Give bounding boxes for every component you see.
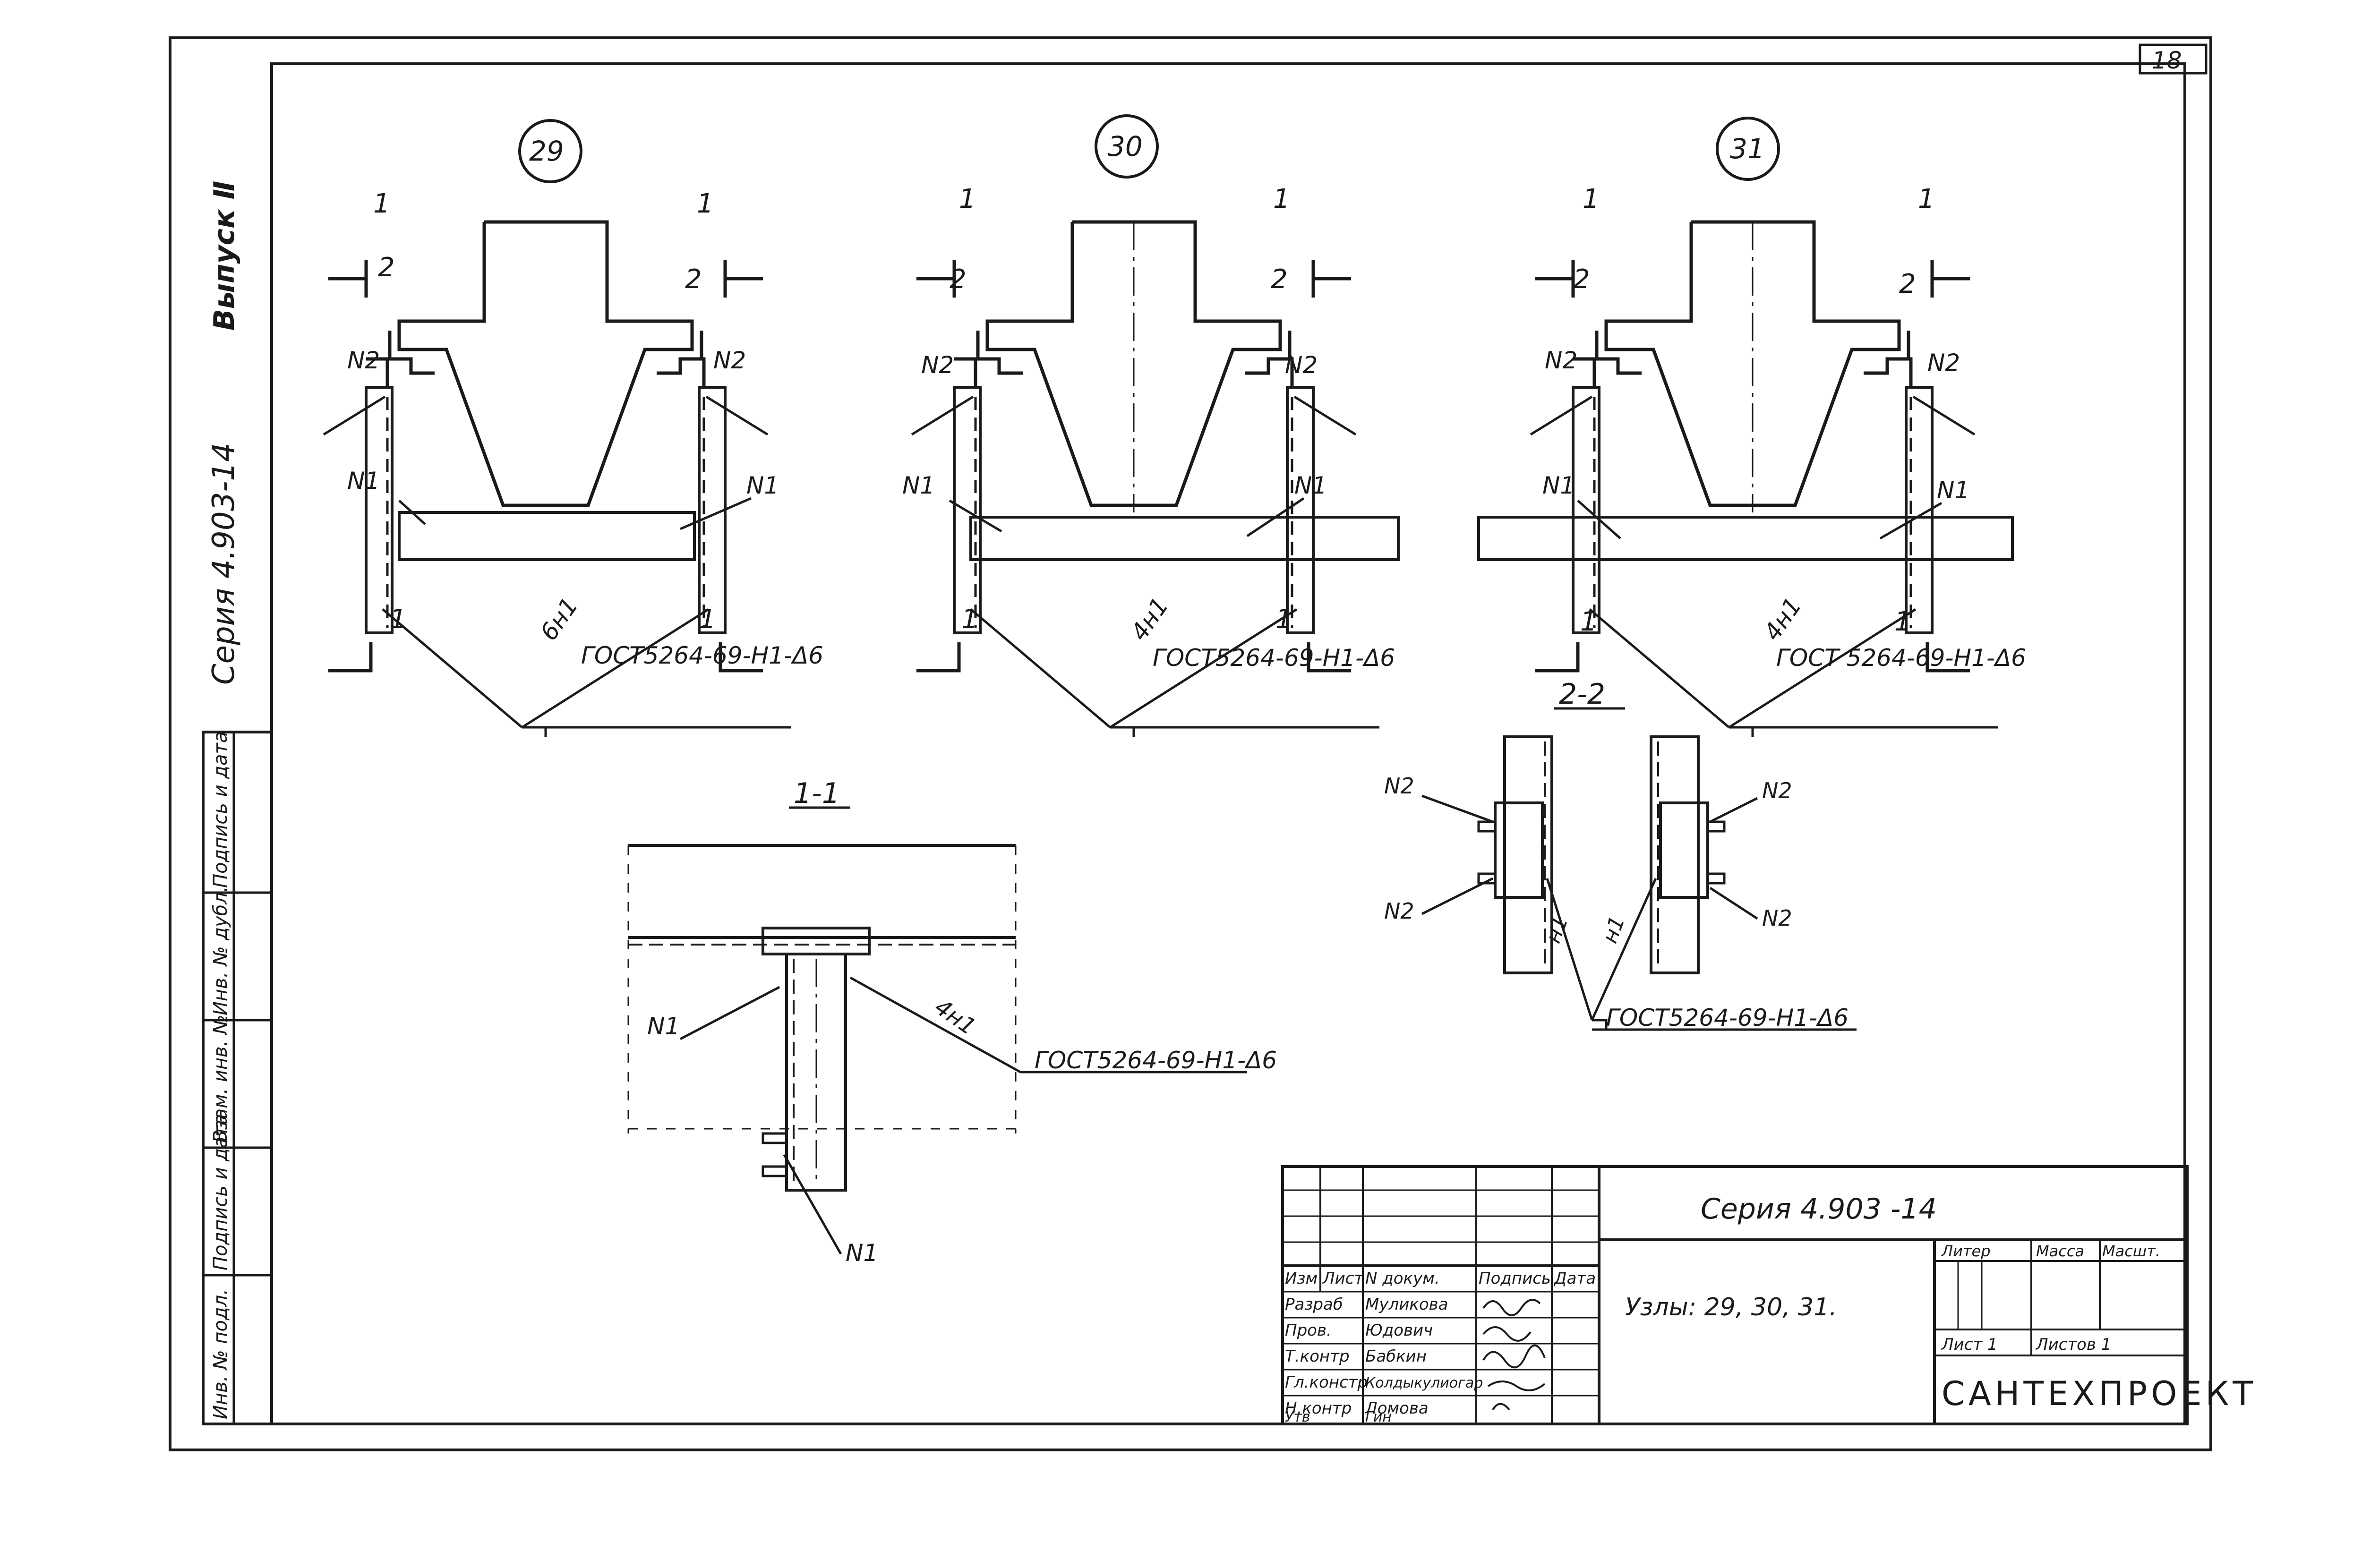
- tb-sheet: Лист 1: [1941, 1335, 1998, 1354]
- node-29-cut1-bl: 1: [390, 604, 407, 635]
- node-29-cut2-right: 2: [685, 264, 702, 295]
- signature-2: [1482, 1326, 1532, 1342]
- tb-sheets: Листов 1: [2035, 1335, 2111, 1354]
- section-2-2-n2-br: N2: [1762, 905, 1792, 931]
- stamp-field-5: Инв. № подл.: [210, 1289, 231, 1419]
- tb-name-5: Ломова: [1364, 1399, 1429, 1418]
- tb-name-6: Гин: [1365, 1409, 1392, 1425]
- section-1-1-gost: ГОСТ5264-69-Н1-Δ6: [1035, 1047, 1277, 1074]
- node-29-cut1-right: 1: [697, 188, 714, 219]
- tb-role-2: Пров.: [1285, 1321, 1332, 1340]
- tb-izm: Изм: [1285, 1269, 1318, 1288]
- tb-sign: Подпись: [1479, 1269, 1551, 1288]
- node-30-cut2-left: 2: [950, 264, 967, 295]
- node-31-n1-right: N1: [1937, 477, 1969, 504]
- node-30-n2-left: N2: [921, 351, 954, 379]
- tb-description: Узлы: 29, 30, 31.: [1625, 1293, 1837, 1321]
- outer-frame: [169, 36, 2212, 1451]
- node-30-label: 30: [1108, 130, 1143, 162]
- node-31-n2-left: N2: [1545, 347, 1577, 374]
- tb-massa: Масса: [2036, 1242, 2084, 1260]
- stamp-field-4: Подпись и дата: [210, 1114, 231, 1270]
- tb-liter: Литер: [1941, 1242, 1991, 1260]
- tb-masshtab: Масшт.: [2102, 1242, 2160, 1260]
- node-31-cut1-right: 1: [1918, 184, 1935, 214]
- node-31-cut1-br: 1: [1894, 606, 1911, 637]
- tb-doc: N докум.: [1365, 1269, 1440, 1288]
- node-31-n1-left: N1: [1542, 472, 1575, 499]
- tb-name-4: Колдыкулиогар: [1365, 1375, 1483, 1391]
- node-30-cut1-br: 1: [1275, 604, 1292, 635]
- section-2-2-n2-bl: N2: [1384, 898, 1414, 924]
- tb-role-1: Разраб: [1285, 1295, 1343, 1314]
- section-2-2-n2-tl: N2: [1384, 773, 1414, 799]
- node-29-weld-count: 6н1: [535, 593, 583, 646]
- stamp-field-1: Подпись и дата: [210, 732, 231, 888]
- node-31-cut2-left: 2: [1573, 264, 1590, 295]
- section-2-2-n2-tr: N2: [1762, 778, 1792, 803]
- tb-role-5: Н.контр: [1285, 1399, 1352, 1418]
- node-29: 29 1 1 2 2 1 1 N2 N2 N1 N1 6н1 ГОСТ5264-…: [324, 119, 823, 737]
- node-30-n1-right: N1: [1294, 472, 1327, 499]
- series-side-label: Серия 4.903-14: [206, 443, 241, 685]
- section-2-2-weld-b: н1: [1598, 913, 1629, 946]
- node-29-n2-right: N2: [713, 347, 746, 374]
- signature-4: [1487, 1381, 1546, 1391]
- vypusk-label: Выпуск Ⅱ: [208, 181, 241, 331]
- tb-series: Серия 4.903 -14: [1701, 1193, 1937, 1226]
- signature-5: [1492, 1403, 1510, 1411]
- tb-name-1: Муликова: [1365, 1295, 1448, 1314]
- signature-3: [1482, 1344, 1546, 1369]
- tb-name-3: Бабкин: [1365, 1347, 1427, 1366]
- node-30: 30 1 1 2 2 1 1 N2 N2 N1 N1 4н1 ГОСТ5264-…: [902, 114, 1400, 737]
- left-stamp: Подпись и дата Инв. № дубл. Взам. инв. №…: [202, 731, 273, 1425]
- node-30-gost: ГОСТ5264-69-Н1-Δ6: [1153, 644, 1395, 672]
- node-31-cut1-left: 1: [1583, 184, 1600, 214]
- node-30-cut1-right: 1: [1273, 184, 1290, 214]
- node-31: 31 1 1 2 2 1 1 N2 N2 N1 N1 4н1 ГОСТ 5264…: [1477, 117, 2026, 737]
- signature-1: [1482, 1299, 1541, 1316]
- node-30-cut2-right: 2: [1271, 264, 1288, 295]
- section-1-1-n1-top: N1: [647, 1013, 680, 1040]
- tb-list: Лист: [1322, 1269, 1364, 1288]
- tb-date: Дата: [1553, 1269, 1596, 1288]
- node-31-cut1-bl: 1: [1580, 606, 1597, 637]
- tb-name-2: Юдович: [1365, 1321, 1433, 1340]
- node-31-gost: ГОСТ 5264-69-Н1-Δ6: [1776, 644, 2026, 672]
- node-31-weld-count: 4н1: [1758, 593, 1807, 646]
- node-29-n1-left: N1: [347, 467, 380, 494]
- page-number: 18: [2152, 47, 2182, 74]
- node-30-weld-count: 4н1: [1125, 593, 1174, 646]
- section-2-2-title: 2-2: [1559, 678, 1605, 711]
- node-31-label: 31: [1730, 133, 1765, 165]
- tb-role-6: Утв: [1285, 1409, 1310, 1425]
- section-2-2-gost: ГОСТ5264-69-Н1-Δ6: [1606, 1004, 1849, 1031]
- node-29-gost: ГОСТ5264-69-Н1-Δ6: [581, 642, 823, 669]
- section-2-2: 2-2 N2 N2 N2 N2 н1 н1 ГОСТ5264-69-Н1-Δ6: [1384, 678, 1857, 1031]
- section-1-1-n1-bottom: N1: [846, 1239, 878, 1267]
- tb-role-3: Т.контр: [1285, 1347, 1350, 1366]
- stamp-field-2: Инв. № дубл.: [210, 886, 231, 1015]
- node-29-label: 29: [529, 135, 564, 167]
- node-29-n1-right: N1: [746, 472, 779, 499]
- node-30-n1-left: N1: [902, 472, 935, 499]
- node-29-n2-left: N2: [347, 347, 380, 374]
- title-block: Изм Лист N докум. Подпись Дата Разраб Му…: [1281, 1165, 2257, 1425]
- section-1-1-title: 1-1: [794, 777, 840, 810]
- tb-org: САНТЕХПРОЕКТ: [1942, 1374, 2257, 1413]
- node-30-n2-right: N2: [1285, 351, 1318, 379]
- section-1-1: 1-1 N1 4н1 ГОСТ5264-69-Н1-Δ6 N1: [627, 777, 1277, 1267]
- node-30-cut1-bl: 1: [961, 604, 978, 635]
- node-29-cut2-left: 2: [378, 252, 395, 283]
- page-number-box: [2139, 43, 2208, 75]
- tb-role-4: Гл.констр: [1285, 1373, 1368, 1392]
- section-1-1-weld-count: 4н1: [930, 994, 981, 1040]
- node-29-cut1-br: 1: [699, 604, 716, 635]
- stamp-field-3: Взам. инв. №: [210, 1014, 231, 1143]
- node-30-cut1-left: 1: [959, 184, 976, 214]
- node-31-cut2-right: 2: [1899, 269, 1916, 299]
- node-31-n2-right: N2: [1927, 349, 1960, 376]
- node-29-cut1-left: 1: [373, 188, 390, 219]
